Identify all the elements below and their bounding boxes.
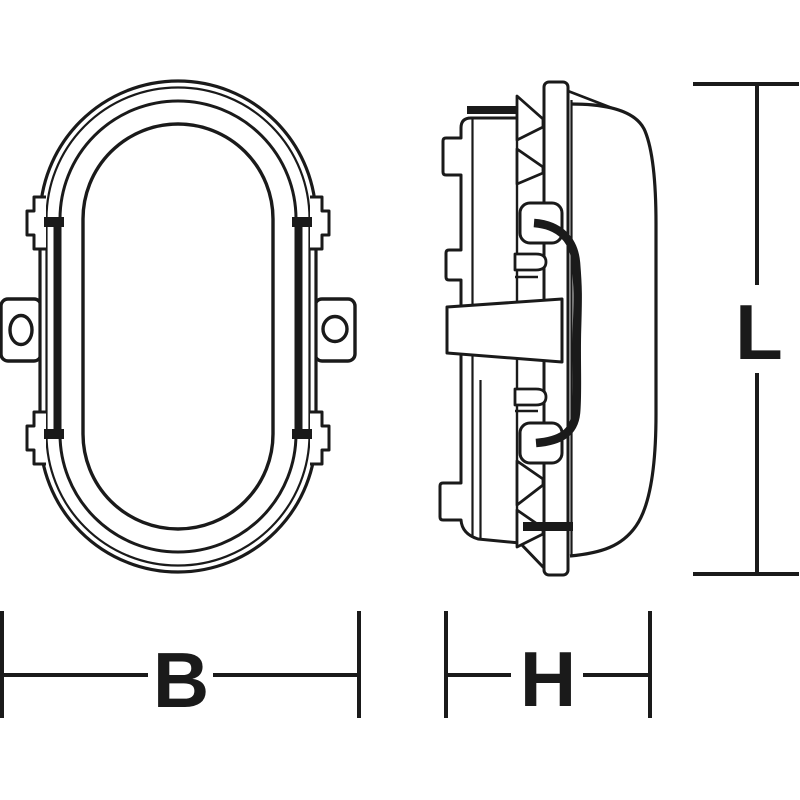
- dimension-label-H: H: [520, 635, 576, 723]
- outer-oval-inner-edge: [45, 86, 311, 567]
- side-view: [438, 80, 658, 577]
- body-top-bar: [467, 106, 523, 114]
- dimension-label-B: B: [153, 636, 209, 724]
- hook-tab-upper: [513, 252, 548, 279]
- clip-upper-right: [292, 195, 331, 251]
- clip-teeth: [515, 94, 545, 549]
- clip-lower-right: [292, 410, 331, 466]
- front-view: [0, 79, 357, 574]
- outer-oval: [38, 79, 318, 574]
- diffuser-dome: [569, 102, 658, 558]
- clip-upper-left: [25, 195, 64, 251]
- dimension-width-B: [0, 611, 361, 718]
- screw-hole-left: [8, 313, 34, 347]
- side-ear-plate: [445, 297, 564, 364]
- screw-hole-right: [321, 314, 349, 344]
- inner-oval: [81, 122, 275, 531]
- dimension-label-L: L: [735, 288, 783, 376]
- hook-tab-lower: [513, 387, 548, 413]
- dimension-depth-H: [444, 611, 652, 718]
- gasket-seal: [533, 218, 582, 448]
- dimension-height-L: [693, 82, 799, 576]
- mounting-ear-right: [313, 297, 357, 363]
- mounting-ear-left: [0, 297, 43, 363]
- clip-lower-left: [25, 410, 64, 466]
- body-bottom-bar: [523, 522, 573, 531]
